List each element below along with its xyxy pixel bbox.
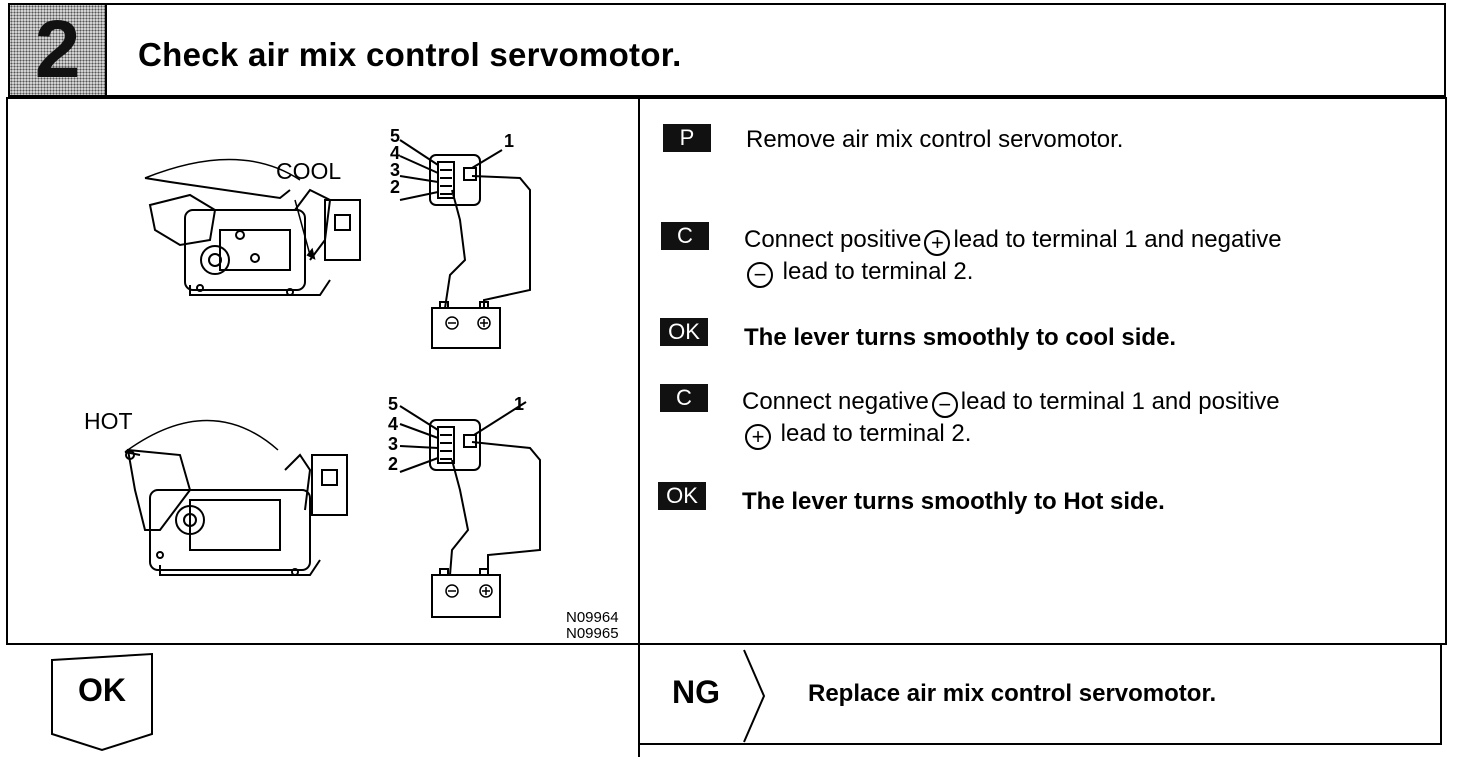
check-tag-icon: C: [660, 384, 708, 412]
terminal-4-label: 4: [390, 143, 401, 163]
terminal-1-label-bottom: 1: [514, 394, 525, 414]
terminal-5-label: 5: [388, 394, 399, 414]
instruction-text: Connect negative: [742, 388, 929, 415]
terminal-numbers-top: 5 4 3 2: [390, 126, 401, 197]
terminal-2-label: 2: [390, 177, 401, 197]
figure-code: N09965: [566, 625, 619, 642]
instruction-result-cool: The lever turns smoothly to cool side.: [744, 324, 1177, 351]
step-header: [8, 3, 1446, 97]
content-box: [6, 97, 1447, 645]
instruction-text: lead to terminal 1 and negative: [953, 226, 1282, 253]
cool-connector-diagram: [399, 139, 531, 349]
servomotor-illustration: [124, 139, 541, 618]
ng-action-text: Replace air mix control servomotor.: [808, 680, 1217, 707]
minus-symbol-icon: −: [747, 262, 773, 288]
instruction-text: lead to terminal 2.: [782, 258, 974, 285]
step-number: 2: [34, 4, 81, 95]
cool-servomotor-drawing: [144, 158, 361, 296]
minus-symbol-icon: −: [931, 392, 958, 418]
instruction-connect-positive: Connect positive+lead to terminal 1 and …: [744, 224, 1434, 288]
instruction-result-hot: The lever turns smoothly to Hot side.: [742, 488, 1165, 515]
terminal-3-label: 3: [390, 160, 401, 180]
figure-codes: N09964 N09965: [566, 610, 619, 642]
ng-result-box: [638, 645, 1442, 745]
step-number-box: [10, 5, 107, 95]
instruction-text: Connect positive: [744, 226, 922, 253]
ok-result-label: OK: [78, 672, 126, 708]
plus-symbol-icon: +: [745, 424, 771, 450]
instruction-text: lead to terminal 2.: [780, 420, 972, 447]
column-divider: [638, 97, 640, 757]
ng-result-label: NG: [672, 674, 720, 710]
instruction-text: lead to terminal 1 and positive: [960, 388, 1280, 415]
terminal-5-label: 5: [390, 126, 401, 146]
instruction-connect-negative: Connect negative−lead to terminal 1 and …: [742, 386, 1432, 450]
ok-tag-icon: OK: [660, 318, 708, 346]
hot-connector-diagram: [399, 401, 541, 618]
figure-code: N09964: [566, 609, 619, 626]
ok-flag-arrow: [51, 652, 153, 752]
plus-symbol-icon: +: [924, 230, 951, 256]
step-title: Check air mix control servomotor.: [138, 36, 682, 73]
terminal-2-label: 2: [388, 454, 399, 474]
procedure-tag-icon: P: [663, 124, 711, 152]
terminal-4-label: 4: [388, 414, 399, 434]
ok-tag-icon: OK: [658, 482, 706, 510]
terminal-1-label-top: 1: [504, 131, 515, 151]
ng-arrow-divider: [743, 649, 766, 743]
check-tag-icon: C: [661, 222, 709, 250]
terminal-numbers-bottom: 5 4 3 2: [388, 394, 398, 474]
hot-label: HOT: [84, 408, 133, 434]
cool-label: COOL: [276, 158, 342, 184]
hot-servomotor-drawing: [124, 419, 348, 576]
terminal-3-label: 3: [388, 434, 399, 454]
instruction-remove: Remove air mix control servomotor.: [746, 126, 1124, 153]
